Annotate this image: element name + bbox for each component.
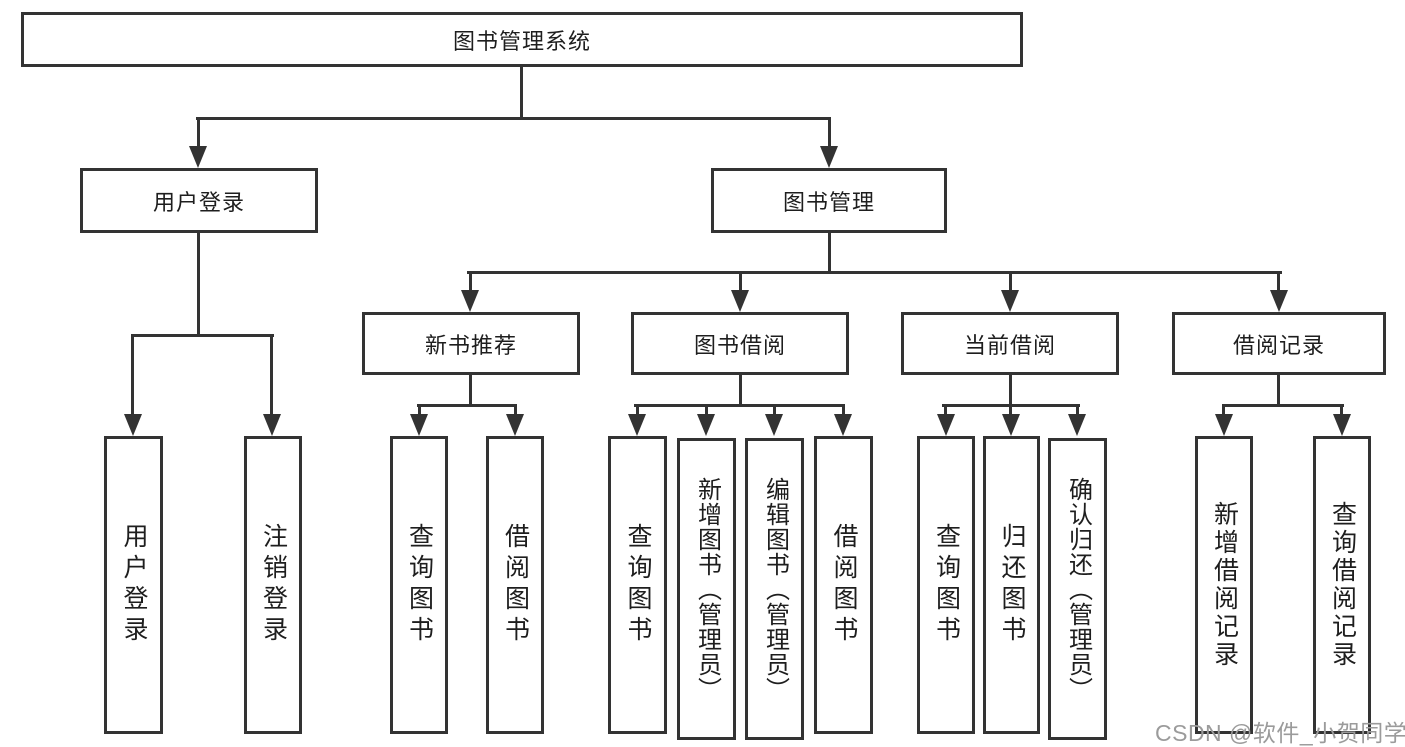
- connector-to-book-borrow: [739, 271, 742, 293]
- node-book-borrow: 图书借阅: [631, 312, 849, 375]
- connector-book-mgmt-branch: [467, 271, 1282, 274]
- node-new-book-recommend: 新书推荐: [362, 312, 580, 375]
- connector-to-current-borrow: [1009, 271, 1012, 293]
- arrowhead-leaf: [937, 414, 955, 436]
- connector-to-user-login: [197, 117, 200, 149]
- node-add-book-admin-leaf: 新增图书（管理员）: [677, 438, 736, 740]
- connector-stem: [1076, 404, 1079, 418]
- connector-stem: [705, 404, 708, 418]
- node-user-login-leaf: 用户登录: [104, 436, 163, 734]
- node-confirm-return-admin-leaf: 确认归还（管理员）: [1048, 438, 1107, 740]
- node-book-management: 图书管理: [711, 168, 947, 233]
- arrowhead-book-mgmt: [820, 146, 838, 168]
- node-query-borrow-record-leaf: 查询借阅记录: [1313, 436, 1371, 734]
- connector-stem: [514, 404, 517, 418]
- arrowhead-new-book: [461, 290, 479, 312]
- arrowhead-leaf: [1215, 414, 1233, 436]
- connector-to-book-mgmt: [828, 117, 831, 149]
- node-borrow-books-leaf: 借阅图书: [814, 436, 873, 734]
- node-user-login: 用户登录: [80, 168, 318, 233]
- node-logout-leaf: 注销登录: [244, 436, 302, 734]
- arrowhead-user-login: [189, 146, 207, 168]
- arrowhead-leaf: [697, 414, 715, 436]
- connector-stem: [1222, 404, 1225, 418]
- arrowhead-leaf: [1002, 414, 1020, 436]
- connector-stem: [418, 404, 421, 418]
- node-edit-book-admin-leaf: 编辑图书（管理员）: [745, 438, 804, 740]
- node-query-books-leaf: 查询图书: [608, 436, 667, 734]
- arrowhead-logout-leaf: [263, 414, 281, 436]
- connector-stem: [1340, 404, 1343, 418]
- connector-current-borrow-trunk: [1009, 375, 1012, 407]
- connector-stem: [773, 404, 776, 418]
- connector-to-borrow-record: [1277, 271, 1280, 293]
- node-query-books-leaf: 查询图书: [390, 436, 448, 734]
- connector-stem: [944, 404, 947, 418]
- connector-user-login-branch: [132, 334, 274, 337]
- arrowhead-leaf: [506, 414, 524, 436]
- node-borrow-records: 借阅记录: [1172, 312, 1386, 375]
- arrowhead-book-borrow: [731, 290, 749, 312]
- connector-stem: [1009, 404, 1012, 418]
- connector-book-mgmt-trunk: [828, 233, 831, 274]
- arrowhead-borrow-record: [1270, 290, 1288, 312]
- node-query-books-leaf: 查询图书: [917, 436, 975, 734]
- connector-new-book-trunk: [469, 375, 472, 407]
- arrowhead-current-borrow: [1001, 290, 1019, 312]
- connector-stem: [842, 404, 845, 418]
- connector-book-borrow-trunk: [739, 375, 742, 407]
- arrowhead-leaf: [410, 414, 428, 436]
- connector-new-book-branch: [417, 404, 517, 407]
- connector-user-login-trunk: [197, 233, 200, 337]
- connector-borrow-record-trunk: [1277, 375, 1280, 407]
- connector-to-new-book: [469, 271, 472, 293]
- node-library-system: 图书管理系统: [21, 12, 1023, 67]
- arrowhead-login-leaf: [124, 414, 142, 436]
- node-current-borrow: 当前借阅: [901, 312, 1119, 375]
- connector-borrow-record-branch: [1222, 404, 1344, 407]
- arrowhead-leaf: [1333, 414, 1351, 436]
- node-return-books-leaf: 归还图书: [983, 436, 1040, 734]
- arrowhead-leaf: [628, 414, 646, 436]
- csdn-watermark: CSDN @软件_小贺同学: [1155, 720, 1405, 746]
- connector-root-branch: [196, 117, 831, 120]
- connector-book-borrow-branch: [634, 404, 845, 407]
- connector-stem: [636, 404, 639, 418]
- node-add-borrow-record-leaf: 新增借阅记录: [1195, 436, 1253, 734]
- arrowhead-leaf: [1068, 414, 1086, 436]
- arrowhead-leaf: [834, 414, 852, 436]
- connector-root-trunk: [520, 67, 523, 119]
- connector-to-login-leaf: [131, 334, 134, 416]
- node-borrow-books-leaf: 借阅图书: [486, 436, 544, 734]
- connector-to-logout-leaf: [270, 334, 273, 416]
- arrowhead-leaf: [765, 414, 783, 436]
